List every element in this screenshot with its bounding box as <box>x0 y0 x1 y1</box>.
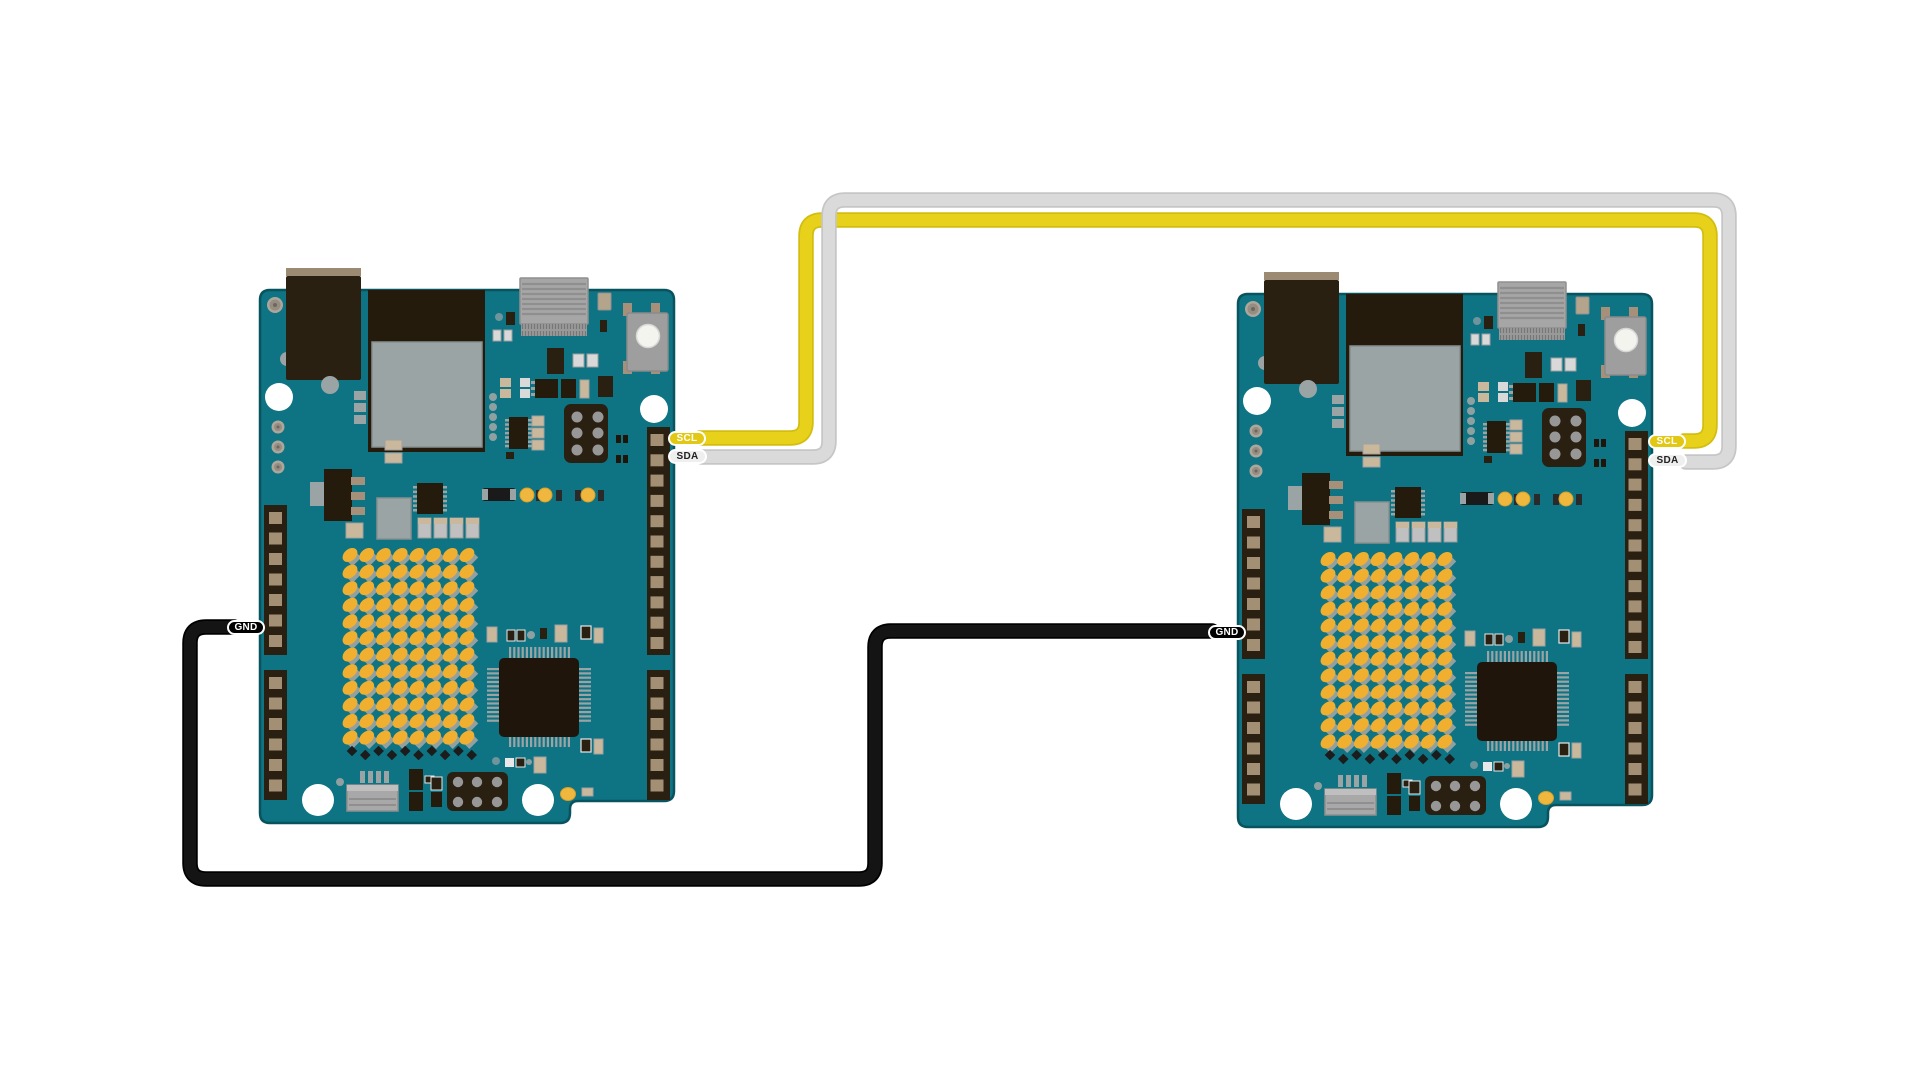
scl-wire <box>692 212 1718 449</box>
sda-wire <box>696 194 1735 468</box>
gnd-wire <box>184 621 1218 885</box>
arduino-board-right <box>1236 272 1654 829</box>
pin-label-sda-right: SDA <box>1648 453 1687 468</box>
sda-wire <box>694 192 1737 470</box>
scl-wire <box>694 214 1716 447</box>
pin-label-scl-right: SCL <box>1648 434 1686 449</box>
pin-label-gnd-left: GND <box>227 620 265 635</box>
gnd-wire <box>182 619 1220 887</box>
pin-label-scl-left: SCL <box>668 431 706 446</box>
pin-label-gnd-right: GND <box>1208 625 1246 640</box>
pin-label-sda-left: SDA <box>668 449 707 464</box>
arduino-board-left <box>258 268 676 825</box>
